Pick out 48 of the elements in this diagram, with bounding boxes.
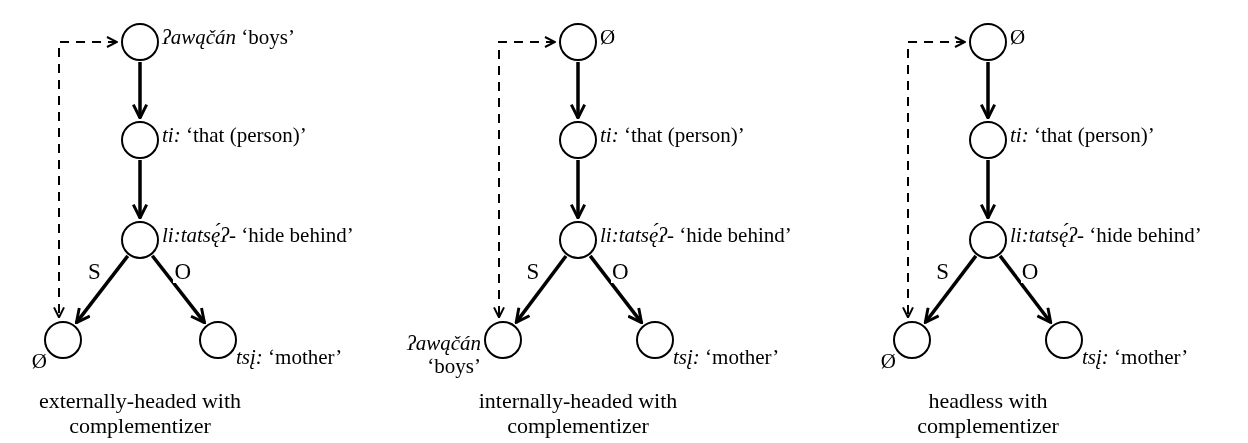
arrow: [588, 254, 644, 325]
arrow: [979, 62, 997, 120]
gloss-text: li:tatsę́ʔ- ‘hide behind’: [162, 224, 354, 248]
arrow: [569, 160, 587, 220]
circle-node: [44, 321, 82, 359]
gloss-text: tsį: ‘mother’: [236, 346, 343, 370]
caption-text: internally-headed with complementizer: [477, 388, 679, 439]
gloss-text: Ø: [600, 26, 616, 50]
dashed-arrow: [493, 36, 556, 319]
gloss-text: li:tatsę́ʔ- ‘hide behind’: [1010, 224, 1202, 248]
arrow: [979, 160, 997, 220]
circle-node: [969, 23, 1007, 61]
arrow: [923, 254, 978, 324]
gloss-text: ti: ‘that (person)’: [600, 124, 745, 148]
circle-node: [121, 121, 159, 159]
arrow: [131, 62, 149, 120]
arrow: [569, 62, 587, 120]
circle-node: [969, 221, 1007, 259]
gloss-text: ʔawąčán ‘boys’: [162, 26, 295, 50]
circle-node: [484, 321, 522, 359]
circle-node: [121, 23, 159, 61]
gloss-text: Ø: [1010, 26, 1026, 50]
arrow: [131, 160, 149, 220]
gloss-text: tsį: ‘mother’: [673, 346, 780, 370]
dashed-arrow: [902, 36, 966, 319]
gloss-text: ti: ‘that (person)’: [162, 124, 307, 148]
gloss-text: ʔawąčán ‘boys’: [406, 332, 481, 379]
caption-text: headless with complementizer: [916, 388, 1060, 439]
circle-node: [969, 121, 1007, 159]
circle-node: [559, 23, 597, 61]
arrow: [74, 254, 130, 325]
circle-node: [559, 221, 597, 259]
dashed-arrow: [53, 36, 118, 319]
gloss-text: tsį: ‘mother’: [1082, 346, 1189, 370]
caption-text: externally-headed with complementizer: [37, 388, 243, 439]
arrow: [514, 254, 568, 324]
circle-node: [199, 321, 237, 359]
arrow: [150, 254, 206, 325]
gloss-text: Ø: [880, 350, 896, 374]
arrow: [998, 254, 1053, 324]
gloss-text: li:tatsę́ʔ- ‘hide behind’: [600, 224, 792, 248]
gloss-text: ti: ‘that (person)’: [1010, 124, 1155, 148]
circle-node: [1045, 321, 1083, 359]
gloss-text: Ø: [31, 350, 47, 374]
circle-node: [559, 121, 597, 159]
circle-node: [121, 221, 159, 259]
circle-node: [636, 321, 674, 359]
circle-node: [893, 321, 931, 359]
